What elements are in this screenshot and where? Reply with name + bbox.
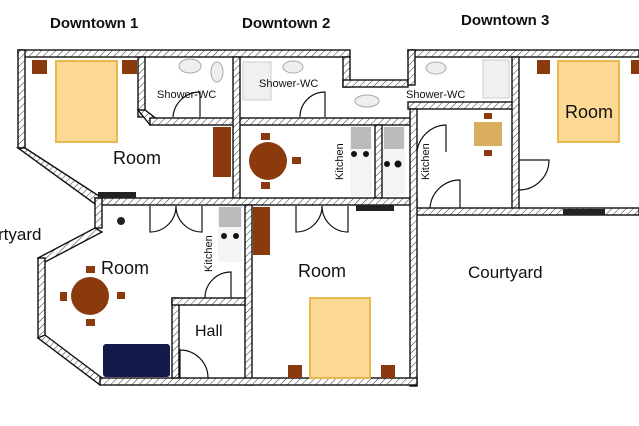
door[interactable] bbox=[172, 91, 201, 118]
door[interactable] bbox=[299, 91, 326, 118]
sink-icon bbox=[178, 58, 202, 74]
label-courtyard-left: rtyard bbox=[0, 225, 41, 244]
wardrobe bbox=[253, 207, 270, 255]
table bbox=[474, 122, 502, 146]
chair bbox=[484, 113, 492, 119]
door bbox=[175, 205, 203, 233]
nightstand bbox=[631, 60, 639, 74]
door bbox=[321, 205, 349, 233]
chair bbox=[86, 266, 95, 273]
dining-table bbox=[249, 142, 287, 180]
nightstand bbox=[122, 60, 137, 74]
label-kitchen-3: Kitchen bbox=[420, 143, 432, 180]
bed bbox=[557, 60, 620, 143]
radiator bbox=[356, 205, 394, 211]
door[interactable] bbox=[204, 271, 232, 299]
sofa bbox=[103, 344, 170, 377]
label-room-dt3: Room bbox=[565, 102, 613, 122]
chair bbox=[484, 150, 492, 156]
label-room-lower-left: Room bbox=[101, 258, 149, 278]
sink-icon bbox=[282, 60, 304, 74]
chair bbox=[261, 182, 270, 189]
title-downtown-2: Downtown 2 bbox=[242, 15, 330, 32]
chair bbox=[261, 133, 270, 140]
nightstand bbox=[288, 365, 302, 378]
door[interactable] bbox=[149, 205, 177, 233]
label-shower-wc-2: Shower-WC bbox=[259, 78, 318, 90]
door[interactable] bbox=[295, 205, 323, 233]
chair bbox=[292, 157, 301, 164]
chair bbox=[117, 292, 125, 299]
label-hall: Hall bbox=[195, 323, 223, 340]
dining-table bbox=[71, 277, 109, 315]
title-downtown-1: Downtown 1 bbox=[50, 15, 138, 32]
title-downtown-3: Downtown 3 bbox=[461, 12, 549, 29]
label-shower-wc-3: Shower-WC bbox=[406, 89, 465, 101]
nightstand bbox=[32, 60, 47, 74]
bed bbox=[309, 297, 371, 379]
sink-icon bbox=[351, 127, 371, 149]
label-shower-wc-1: Shower-WC bbox=[157, 89, 216, 101]
label-courtyard: Courtyard bbox=[468, 263, 543, 282]
wardrobe bbox=[213, 127, 231, 177]
label-room-dt1: Room bbox=[113, 148, 161, 168]
door[interactable] bbox=[518, 159, 550, 191]
sink-icon bbox=[384, 127, 404, 149]
chair bbox=[86, 319, 95, 326]
chair bbox=[60, 292, 67, 301]
nightstand bbox=[381, 365, 395, 378]
door[interactable] bbox=[429, 179, 461, 209]
walls bbox=[15, 49, 639, 387]
door[interactable] bbox=[179, 349, 209, 379]
radiator bbox=[563, 209, 605, 215]
shower-tray bbox=[482, 59, 510, 99]
label-room-lower-right: Room bbox=[298, 261, 346, 281]
label-kitchen-1: Kitchen bbox=[203, 235, 215, 272]
label-kitchen-2: Kitchen bbox=[334, 143, 346, 180]
stove-icon bbox=[117, 217, 125, 225]
door[interactable] bbox=[416, 124, 447, 153]
toilet-icon bbox=[354, 94, 380, 108]
toilet-icon bbox=[210, 61, 224, 83]
sink-icon bbox=[219, 207, 241, 227]
radiator bbox=[98, 192, 136, 198]
bed bbox=[55, 60, 118, 143]
shower-tray bbox=[242, 61, 272, 101]
sink-icon bbox=[425, 61, 447, 75]
nightstand bbox=[537, 60, 550, 74]
